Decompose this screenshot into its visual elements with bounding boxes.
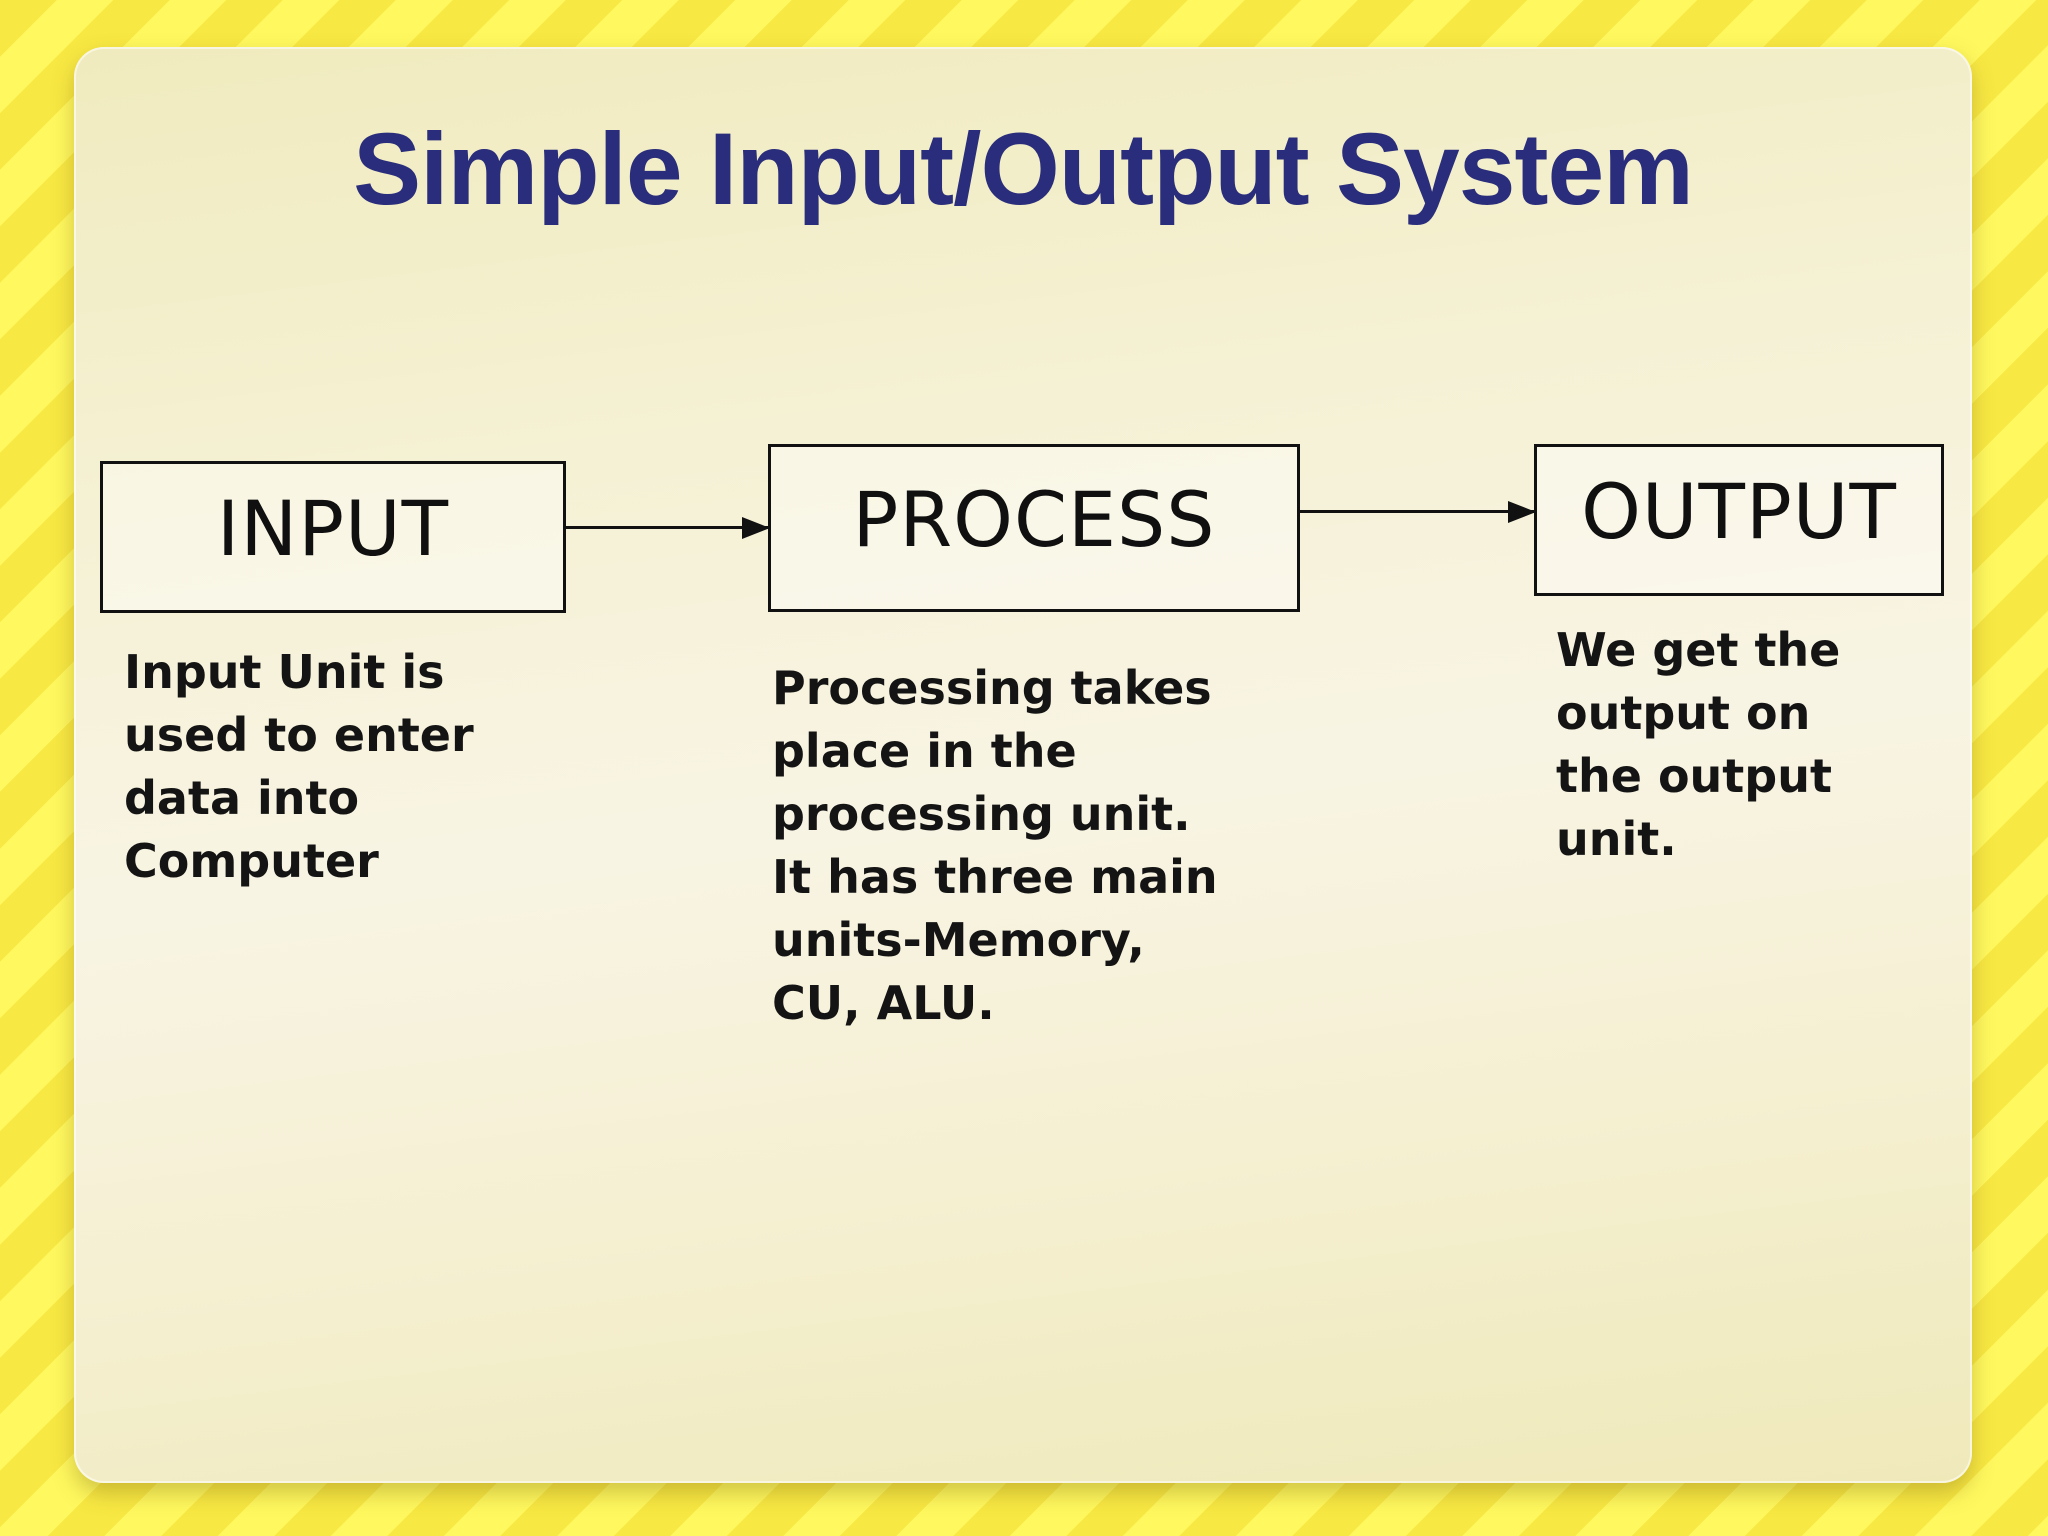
slide: Simple Input/Output System INPUT PROCESS… xyxy=(74,47,1972,1483)
description-line: data into xyxy=(124,771,360,825)
description-line: unit. xyxy=(1556,812,1677,866)
arrow-process-to-output xyxy=(1300,510,1534,513)
process-description: Processing takes place in the processing… xyxy=(772,657,1218,1035)
input-box-label: INPUT xyxy=(216,483,450,573)
output-description: We get the output on the output unit. xyxy=(1556,619,1840,871)
description-line: It has three main xyxy=(772,850,1218,904)
description-line: the output xyxy=(1556,749,1832,803)
slide-title: Simple Input/Output System xyxy=(353,112,1694,226)
description-line: units-Memory, xyxy=(772,913,1145,967)
description-line: We get the xyxy=(1556,623,1841,677)
description-line: Processing takes xyxy=(772,661,1212,715)
description-line: place in the xyxy=(772,724,1077,778)
input-box: INPUT xyxy=(100,461,566,613)
input-description: Input Unit is used to enter data into Co… xyxy=(124,641,474,893)
description-line: processing unit. xyxy=(772,787,1191,841)
description-line: Input Unit is xyxy=(124,645,445,699)
output-box-label: OUTPUT xyxy=(1581,466,1897,556)
description-line: output on xyxy=(1556,686,1811,740)
process-box-label: PROCESS xyxy=(852,474,1216,564)
output-box: OUTPUT xyxy=(1534,444,1944,596)
process-box: PROCESS xyxy=(768,444,1300,612)
description-line: used to enter xyxy=(124,708,474,762)
description-line: Computer xyxy=(124,834,379,888)
description-line: CU, ALU. xyxy=(772,976,995,1030)
arrow-input-to-process xyxy=(566,526,768,529)
